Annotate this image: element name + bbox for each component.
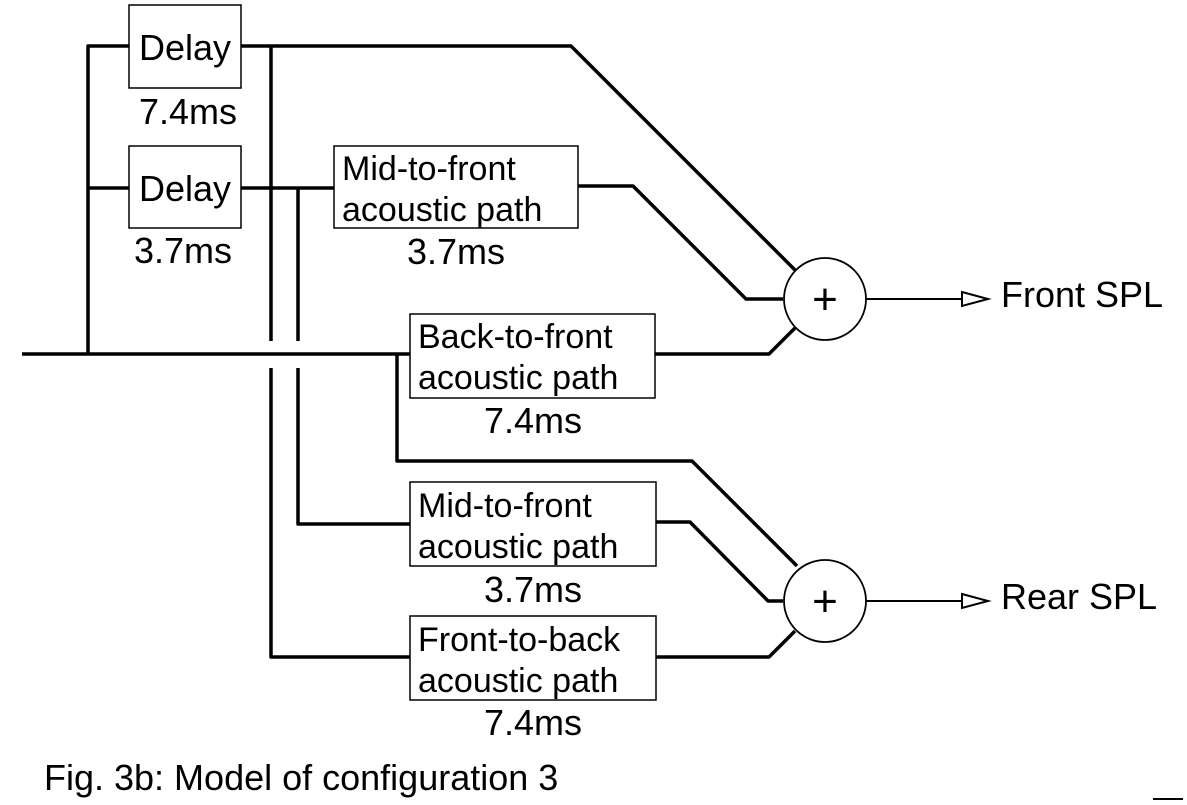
mid-front-upper-to-front-sum-wire — [578, 184, 783, 301]
mid-to-front-lower-value: 3.7ms — [484, 569, 582, 610]
front-summing-junction: + — [783, 257, 867, 341]
signal-wires — [22, 44, 992, 659]
front-to-back-line1: Front-to-back — [418, 621, 621, 659]
delay-top-rail — [269, 46, 410, 659]
front-back-to-rear-sum-wire — [656, 629, 797, 659]
delay-mid-label: Delay — [139, 168, 231, 209]
back-to-front-value: 7.4ms — [484, 400, 582, 441]
front-to-back-value: 7.4ms — [484, 702, 582, 743]
mid-to-front-upper-block: Mid-to-front acoustic path 3.7ms — [333, 145, 579, 272]
delay-top-to-front-sum-wire — [241, 44, 799, 274]
delay-mid-value: 3.7ms — [134, 230, 232, 271]
mid-to-front-upper-value: 3.7ms — [407, 231, 505, 272]
back-to-front-line2: acoustic path — [418, 359, 618, 397]
rear-summing-junction: + — [783, 559, 867, 643]
front-to-back-block: Front-to-back acoustic path 7.4ms — [409, 615, 657, 743]
delay-top-block: Delay 7.4ms — [128, 4, 242, 132]
mid-to-front-upper-line1: Mid-to-front — [342, 150, 516, 188]
mid-to-front-lower-block: Mid-to-front acoustic path 3.7ms — [409, 481, 657, 610]
input-to-rear-sum-wire — [395, 354, 799, 568]
mid-to-front-upper-line2: acoustic path — [342, 191, 542, 229]
mid-front-lower-to-rear-sum-wire — [656, 520, 783, 603]
mid-to-front-lower-line1: Mid-to-front — [418, 487, 592, 525]
back-front-to-front-sum-wire — [655, 326, 797, 356]
delay-mid-rail — [296, 188, 410, 526]
back-to-front-line1: Back-to-front — [418, 318, 613, 356]
figure-caption: Fig. 3b: Model of configuration 3 — [44, 757, 558, 798]
mid-to-front-lower-line2: acoustic path — [418, 528, 618, 566]
delay-feed-wire — [86, 44, 129, 354]
back-to-front-block: Back-to-front acoustic path 7.4ms — [409, 313, 656, 441]
rear-output-arrowhead — [961, 592, 992, 610]
front-to-back-line2: acoustic path — [418, 662, 618, 700]
front-sum-symbol: + — [812, 275, 838, 324]
rear-spl-label: Rear SPL — [1001, 576, 1157, 617]
rear-sum-symbol: + — [812, 577, 838, 626]
delay-top-label: Delay — [139, 27, 231, 68]
front-output-arrowhead — [961, 290, 992, 308]
front-spl-label: Front SPL — [1001, 274, 1163, 315]
delay-mid-block: Delay 3.7ms — [128, 145, 242, 271]
delay-top-value: 7.4ms — [139, 91, 237, 132]
